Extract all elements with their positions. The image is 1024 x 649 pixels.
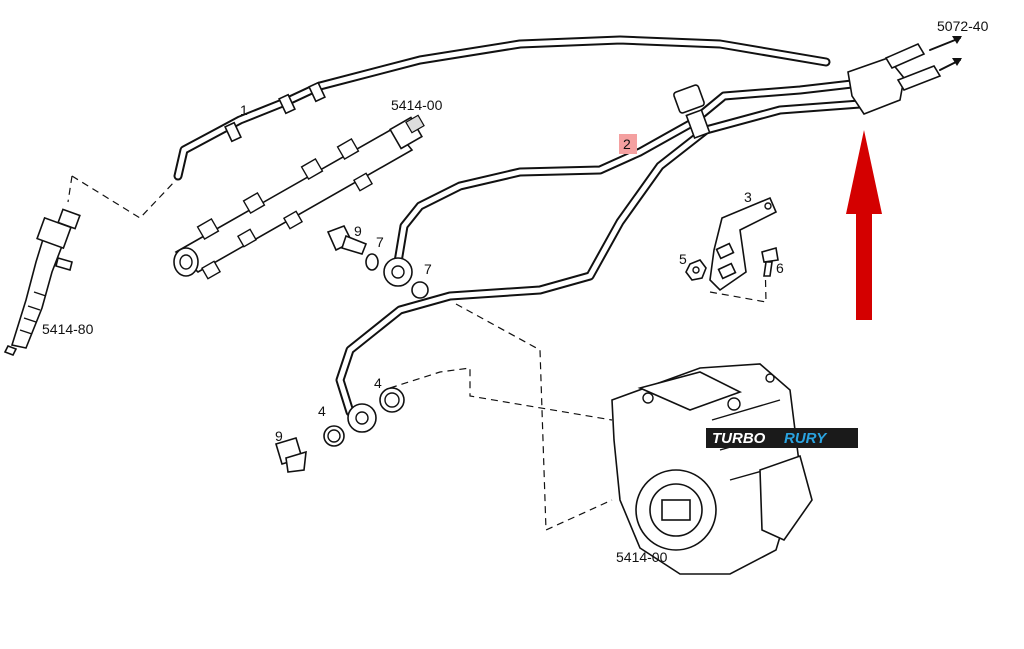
banjo-bolt-lower bbox=[275, 437, 307, 473]
fuel-rail-drawing bbox=[173, 114, 425, 280]
label-part-5: 5 bbox=[679, 251, 687, 267]
label-rail-ref: 5414-00 bbox=[391, 97, 443, 113]
label-injector-ref: 5414-80 bbox=[42, 321, 94, 337]
return-connector-drawing bbox=[847, 36, 962, 115]
banjo-bolt-upper bbox=[326, 224, 368, 255]
label-part-4-right: 4 bbox=[374, 375, 382, 391]
label-part-7-lower: 7 bbox=[424, 261, 432, 277]
high-pressure-pipe bbox=[335, 61, 895, 433]
leak-off-hose bbox=[173, 35, 831, 181]
label-part-7-upper: 7 bbox=[376, 234, 384, 250]
sealing-washers bbox=[323, 253, 429, 447]
svg-text:TURBO: TURBO bbox=[712, 430, 766, 447]
label-pump-ref: 5414-00 bbox=[616, 549, 668, 565]
label-part-9-upper: 9 bbox=[354, 223, 362, 239]
nut-drawing bbox=[685, 259, 707, 281]
label-part-4-left: 4 bbox=[318, 403, 326, 419]
bracket-drawing bbox=[709, 196, 778, 292]
highlight-arrow bbox=[846, 130, 882, 320]
svg-text:RURY: RURY bbox=[784, 430, 828, 447]
part-2-highlight bbox=[619, 134, 637, 154]
label-part-2: 2 bbox=[623, 136, 631, 152]
watermark-logo: TURBO RURY bbox=[706, 428, 858, 448]
label-part-9-lower: 9 bbox=[275, 428, 283, 444]
leader-lines bbox=[67, 175, 767, 531]
pump-drawing bbox=[611, 363, 813, 575]
label-part-3: 3 bbox=[744, 189, 752, 205]
label-return-ref: 5072-40 bbox=[937, 18, 989, 34]
label-part-6: 6 bbox=[776, 260, 784, 276]
injector-drawing bbox=[3, 208, 81, 357]
label-part-1: 1 bbox=[240, 102, 248, 118]
bolt-drawing bbox=[761, 246, 779, 277]
